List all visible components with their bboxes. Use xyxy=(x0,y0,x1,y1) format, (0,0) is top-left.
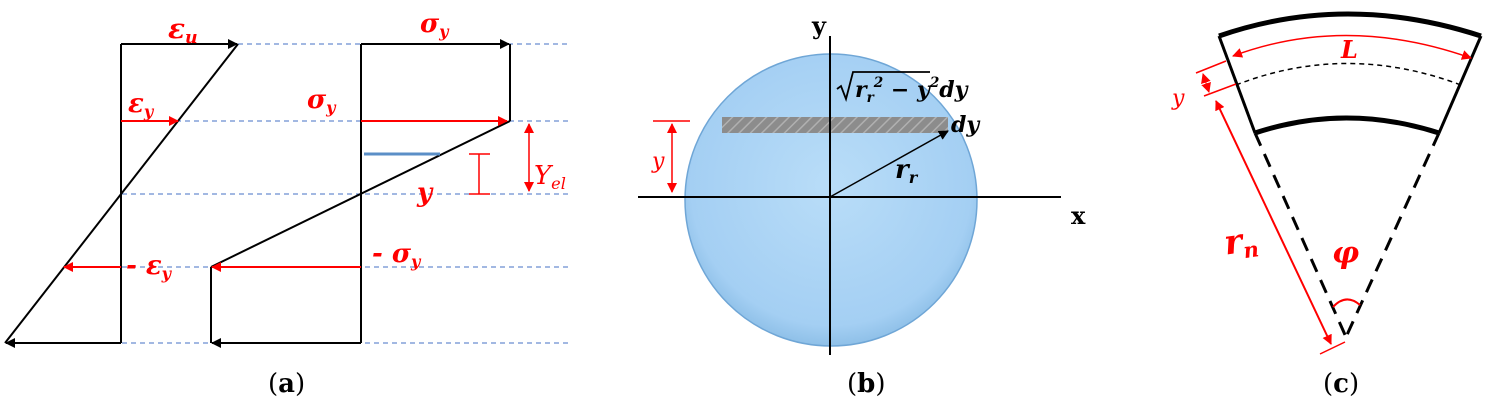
eps-u-label: εu xyxy=(168,12,198,48)
rn-label: rn xyxy=(1222,219,1261,265)
y-offset-bottom-tick xyxy=(1203,83,1237,97)
stress-diagram xyxy=(210,39,511,348)
caption-c: (c) xyxy=(1323,369,1359,399)
neg-eps-y-label: - εy xyxy=(126,251,173,283)
y-label-a: y xyxy=(416,178,434,208)
y-offset-arrow xyxy=(1201,73,1211,93)
left-radius xyxy=(1253,132,1348,338)
rn-end-tick xyxy=(1319,341,1346,355)
y-el-label: Yel xyxy=(534,161,566,193)
caption-a: (a) xyxy=(268,369,305,399)
phi-arc xyxy=(1332,298,1361,308)
neutral-arc xyxy=(1235,62,1462,86)
axis-y-label: y xyxy=(811,11,827,40)
y-dimension xyxy=(469,153,490,195)
sigma-y-mid-label: σy xyxy=(307,85,337,117)
length-arc xyxy=(1232,34,1472,60)
y-offset-dimension xyxy=(653,120,690,193)
segment-outer-arc xyxy=(1218,11,1482,39)
y-label-c: y xyxy=(1171,86,1185,111)
y-offset-top-tick xyxy=(1195,60,1227,74)
caption-b: (b) xyxy=(847,369,886,399)
panel-c: L y rn φ (c) xyxy=(1171,11,1483,399)
strip-width-expression: rr2 − y2dy xyxy=(836,71,970,106)
guide-lines xyxy=(122,43,568,344)
segment-inner-arc xyxy=(1254,115,1440,136)
L-label: L xyxy=(1340,35,1358,64)
stress-elastic xyxy=(210,120,511,268)
dy-label: dy xyxy=(951,112,981,138)
right-radius xyxy=(1344,132,1441,338)
y-label-b: y xyxy=(651,149,665,174)
neg-sigma-y-label: - σy xyxy=(372,239,422,271)
eps-y-label: εy xyxy=(128,89,155,121)
panel-b: y y x rr2 − y2dy dy rr (b) xyxy=(638,11,1086,399)
r-label: rr xyxy=(895,155,919,187)
sigma-y-top-label: σy xyxy=(420,9,450,41)
svg-text:rr2 − y2dy: rr2 − y2dy xyxy=(855,75,970,106)
rn-dimension xyxy=(1215,100,1332,345)
strain-profile xyxy=(4,43,239,344)
strip-element xyxy=(722,117,948,133)
axis-x-label: x xyxy=(1071,201,1086,230)
panel-a: εu εy - εy σy σy - σy y Yel (a) xyxy=(4,9,568,399)
phi-label: φ xyxy=(1332,236,1359,271)
radius-arrow xyxy=(829,130,949,198)
strain-diagram xyxy=(4,39,239,348)
sqrt-radical xyxy=(836,71,930,102)
